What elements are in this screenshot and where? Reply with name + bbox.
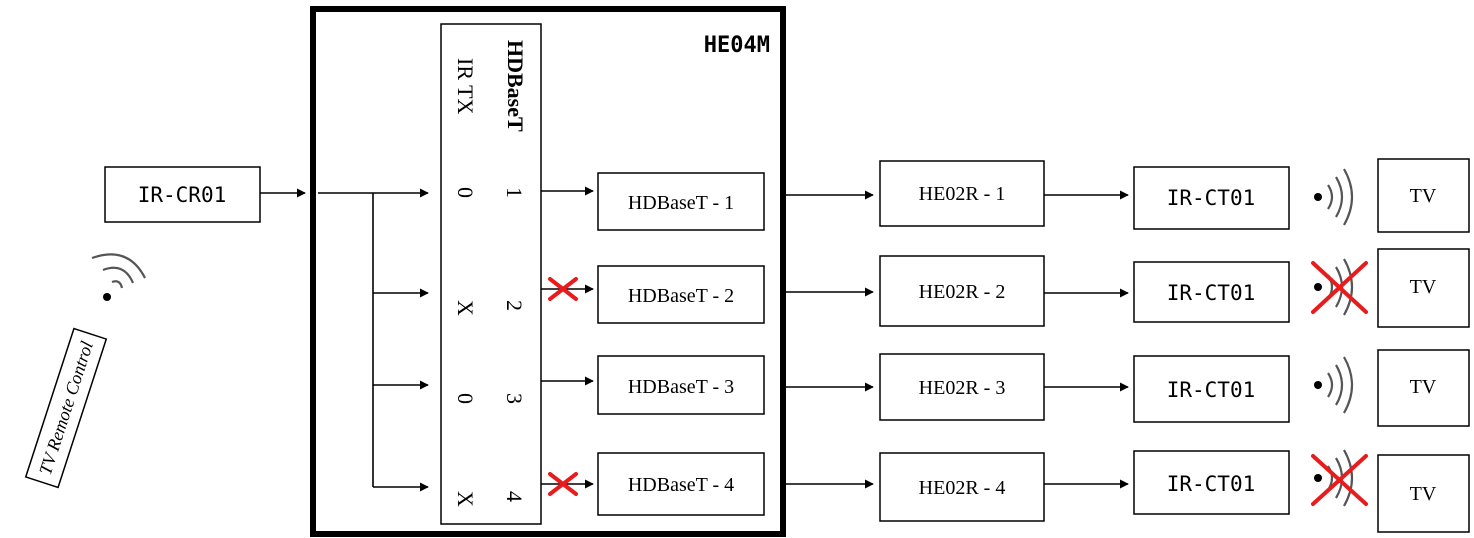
remote-signal-icon — [91, 253, 146, 301]
hdbaset-column-header: HDBaseT — [503, 40, 528, 132]
hdbaset-output-box — [597, 355, 765, 415]
port-table — [440, 23, 542, 525]
he02r-receiver-box — [879, 452, 1045, 522]
port-number: 4 — [502, 491, 527, 502]
ir-receiver-label: IR-CR01 — [138, 183, 227, 207]
he02r-receiver-label: HE02R - 3 — [919, 377, 1006, 399]
internal-distribution-lines — [318, 188, 429, 492]
blocked-x-icon — [548, 472, 578, 496]
hdbaset-output-label: HDBaseT - 2 — [628, 285, 734, 307]
blocked-x-icon — [548, 277, 578, 301]
tv-label: TV — [1410, 376, 1437, 398]
he02r-receiver-label: HE02R - 2 — [919, 281, 1006, 303]
he02r-receiver-box — [879, 160, 1045, 227]
he04m-title: HE04M — [704, 33, 770, 58]
output-row-3: 3 0 HDBaseT - 3 HE02R - 3 IR-CT01 TV — [453, 349, 1470, 427]
ir-emitter-label: IR-CT01 — [1167, 378, 1256, 402]
ir-emitter-label: IR-CT01 — [1167, 281, 1256, 305]
tv-box — [1377, 349, 1470, 427]
hdbaset-output-box — [597, 172, 765, 231]
hdbaset-output-label: HDBaseT - 1 — [628, 192, 734, 214]
tv-box — [1377, 454, 1470, 533]
ir-emitter-box — [1133, 355, 1290, 423]
ir-emitter-box — [1133, 450, 1290, 515]
ir-receiver-box — [104, 166, 261, 223]
output-row-4: 4 X HDBaseT - 4 HE02R - 4 IR-CT01 TV — [453, 449, 1470, 533]
ir-emitter-label: IR-CT01 — [1167, 472, 1256, 496]
ir-signal-icon — [1314, 356, 1354, 414]
ir-tx-state: 0 — [453, 393, 478, 404]
blocked-x-icon — [1311, 261, 1368, 314]
he02r-receiver-box — [879, 255, 1045, 327]
he02r-receiver-label: HE02R - 4 — [919, 477, 1006, 499]
ir-signal-icon — [1314, 168, 1354, 226]
irtx-column-header: IR TX — [453, 58, 478, 115]
ir-emitter-box — [1133, 261, 1290, 323]
hdbaset-output-label: HDBaseT - 4 — [628, 474, 734, 496]
ir-emitter-box — [1133, 166, 1290, 230]
output-row-1: 1 0 HDBaseT - 1 HE02R - 1 IR-CT01 TV — [453, 158, 1470, 233]
hdbaset-output-box — [597, 452, 765, 516]
tv-label: TV — [1410, 483, 1437, 505]
tv-label: TV — [1410, 276, 1437, 298]
he02r-receiver-label: HE02R - 1 — [919, 183, 1006, 205]
ir-tx-state: X — [453, 491, 478, 507]
ir-tx-state: X — [453, 300, 478, 316]
output-row-2: 2 X HDBaseT - 2 HE02R - 2 IR-CT01 TV — [453, 248, 1470, 328]
hdbaset-output-box — [597, 265, 765, 324]
tv-box — [1377, 248, 1470, 328]
blocked-x-icon — [1311, 454, 1368, 506]
he02r-receiver-box — [879, 353, 1045, 421]
remote-body — [24, 327, 108, 489]
hdbaset-output-label: HDBaseT - 3 — [628, 376, 734, 398]
ir-tx-state: 0 — [453, 187, 478, 198]
ir-emitter-label: IR-CT01 — [1167, 186, 1256, 210]
port-number: 1 — [502, 187, 527, 198]
tv-label: TV — [1410, 185, 1437, 207]
tv-box — [1377, 158, 1470, 233]
port-number: 3 — [502, 393, 527, 404]
port-number: 2 — [502, 300, 527, 311]
tv-remote-control: TV Remote Control — [24, 253, 146, 489]
